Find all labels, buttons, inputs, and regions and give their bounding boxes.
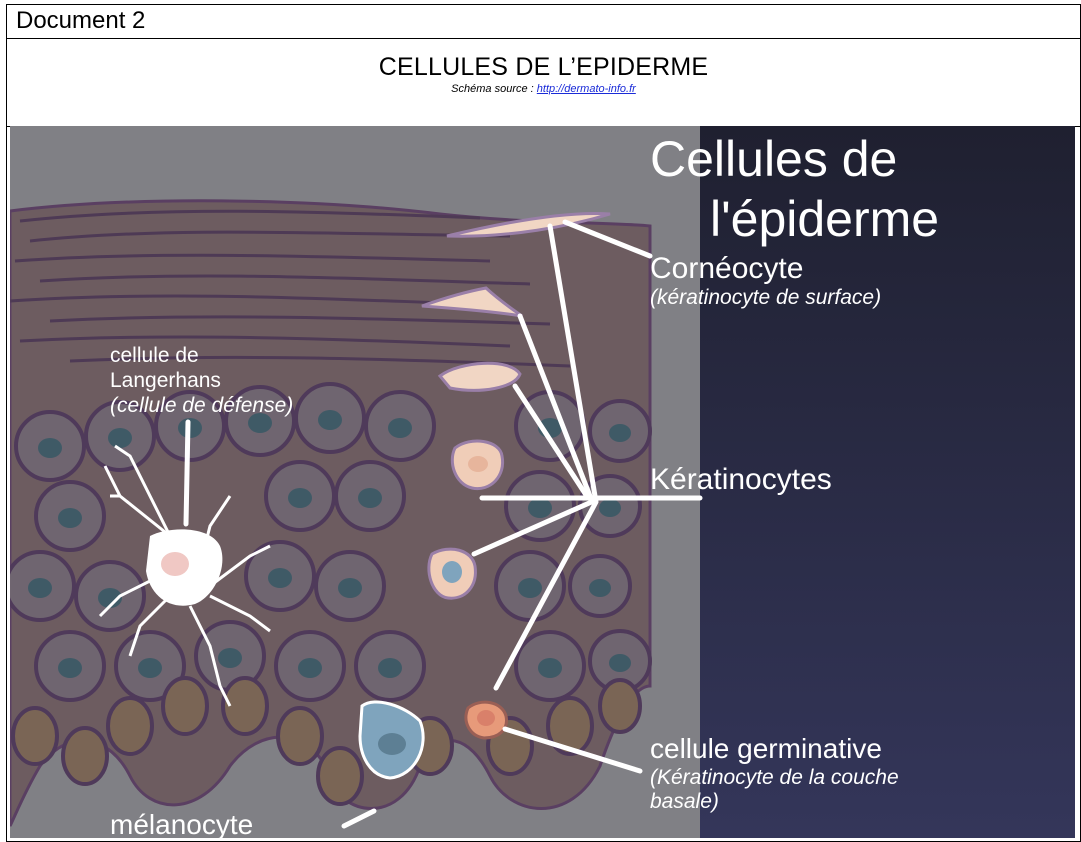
diagram-heading-line2: l'épiderme (710, 191, 939, 247)
page-title: CELLULES DE L’EPIDERME (7, 53, 1080, 81)
source-line: Schéma source : http://dermato-info.fr (7, 83, 1080, 95)
document-header-row: Document 2 (7, 5, 1080, 39)
label-germinative-sub2: basale) (650, 790, 719, 813)
diagram-heading-line1: Cellules de (650, 131, 897, 187)
epidermis-diagram: Cellules de l'épiderme Cornéocyte (kérat… (10, 126, 1075, 838)
source-prefix: Schéma source : (451, 83, 537, 95)
label-corneocyte-sub: (kératinocyte de surface) (650, 286, 881, 309)
title-row: CELLULES DE L’EPIDERME Schéma source : h… (7, 39, 1080, 127)
epidermis-illustration: Cellules de l'épiderme Cornéocyte (kérat… (10, 126, 1075, 838)
keratinocyte-spinous-nucleus (468, 456, 488, 472)
label-corneocyte: Cornéocyte (650, 252, 803, 285)
document-label: Document 2 (16, 7, 145, 35)
label-keratinocytes: Kératinocytes (650, 463, 832, 496)
source-link[interactable]: http://dermato-info.fr (537, 83, 636, 95)
melanocyte-nucleus (378, 733, 406, 755)
label-germinative-sub1: (Kératinocyte de la couche (650, 766, 899, 789)
label-langerhans-line1: cellule de (110, 344, 199, 367)
label-langerhans-line2: Langerhans (110, 369, 221, 392)
label-langerhans-sub: (cellule de défense) (110, 394, 293, 417)
keratinocyte-deep-nucleus (442, 561, 462, 583)
langerhans-nucleus (161, 552, 189, 576)
germinative-nucleus (477, 710, 495, 726)
label-melanocyte: mélanocyte (110, 809, 253, 838)
label-germinative: cellule germinative (650, 733, 882, 764)
